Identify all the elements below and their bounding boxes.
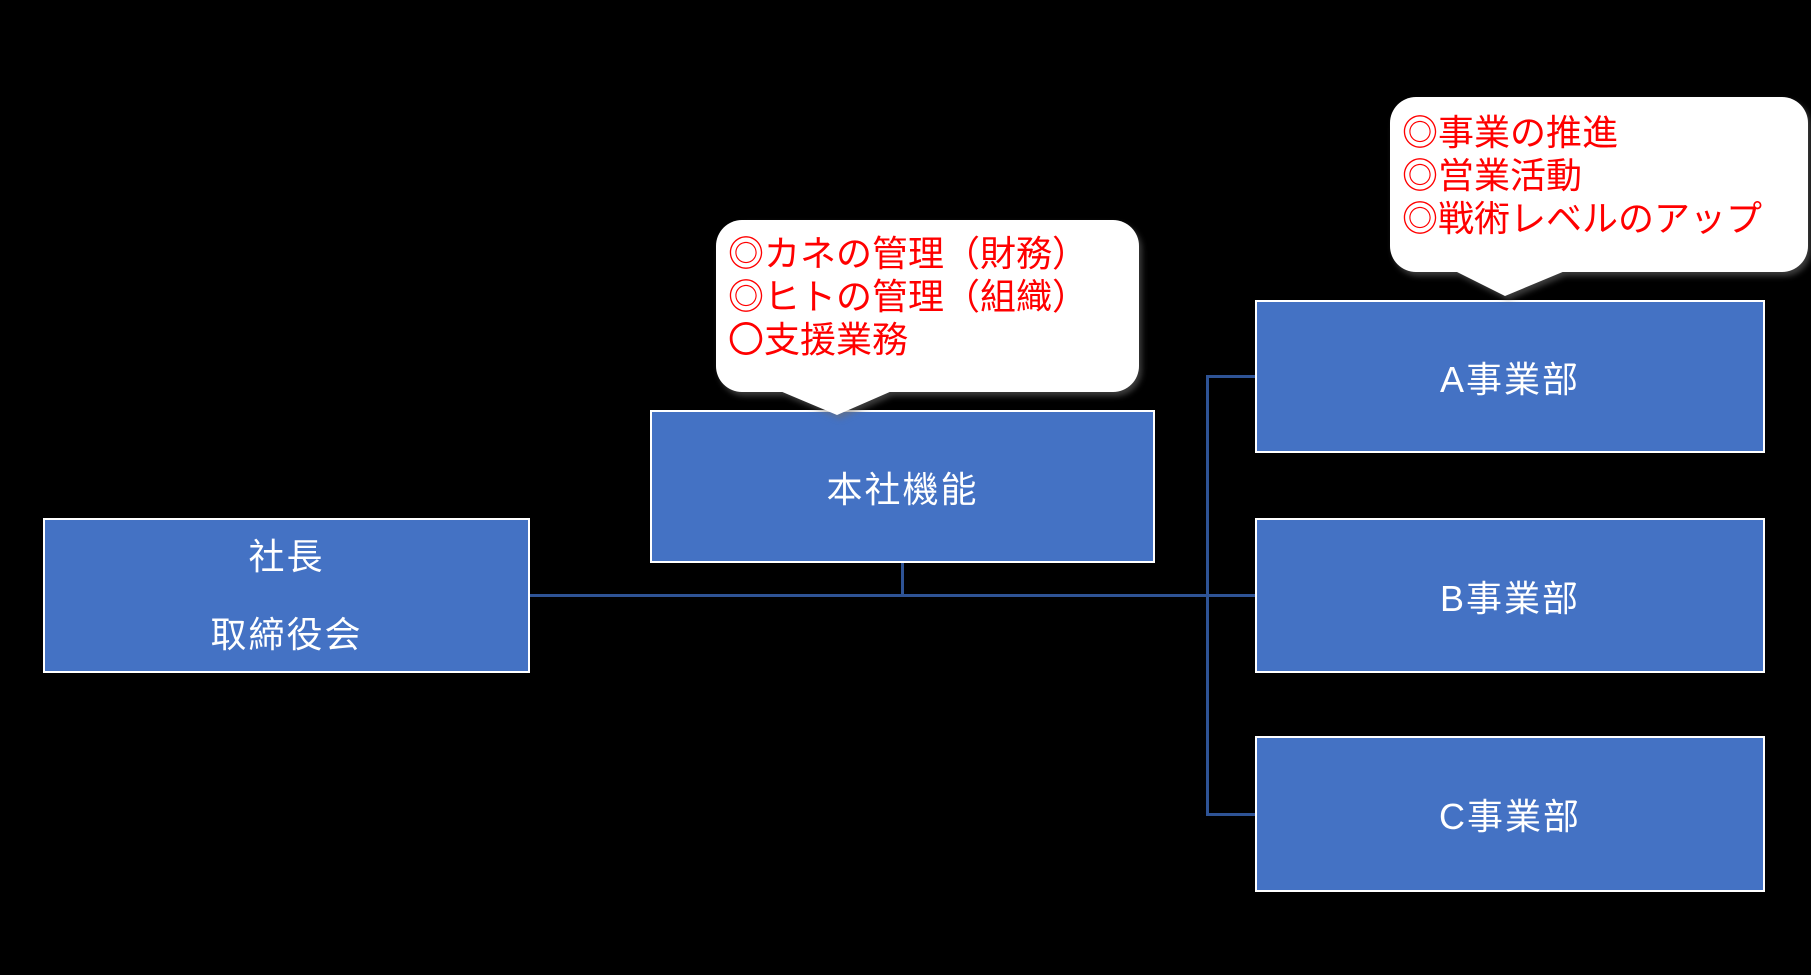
- division-a-box: A事業部: [1255, 300, 1765, 453]
- headquarters-box: 本社機能: [650, 410, 1155, 563]
- hq-callout-line-2: ◎ヒトの管理（組織）: [728, 276, 1089, 317]
- divisions-callout-line-3: ◎戦術レベルのアップ: [1402, 198, 1763, 239]
- divisions-callout-tail: [1455, 271, 1565, 296]
- president-board-box: 社長 取締役会: [43, 518, 530, 673]
- division-a-label: A事業部: [1439, 358, 1580, 400]
- division-b-label: B事業部: [1439, 577, 1580, 619]
- division-c-box: C事業部: [1255, 736, 1765, 892]
- connector-trunk-vertical: [1206, 375, 1209, 816]
- headquarters-callout-tail: [780, 391, 892, 415]
- divisions-callout-bubble: ◎事業の推進 ◎営業活動 ◎戦術レベルのアップ: [1390, 97, 1808, 296]
- connector-branch-division-a: [1206, 375, 1257, 378]
- division-c-label: C事業部: [1439, 796, 1581, 837]
- connector-branch-division-c: [1206, 813, 1257, 816]
- divisions-callout-line-2: ◎営業活動: [1402, 155, 1583, 196]
- divisions-callout-line-1: ◎事業の推進: [1402, 112, 1619, 153]
- divisions-callout: ◎事業の推進 ◎営業活動 ◎戦術レベルのアップ: [1390, 97, 1808, 296]
- headquarters-label: 本社機能: [826, 468, 979, 510]
- headquarters-callout-bubble: ◎カネの管理（財務） ◎ヒトの管理（組織） 〇支援業務: [716, 220, 1139, 415]
- president-label: 社長: [248, 535, 325, 577]
- division-b-box: B事業部: [1255, 518, 1765, 673]
- connector-hq-drop: [901, 561, 904, 595]
- hq-callout-line-3: 〇支援業務: [728, 319, 909, 360]
- hq-callout-line-1: ◎カネの管理（財務）: [728, 233, 1089, 274]
- connector-president-to-divisions: [530, 594, 1257, 597]
- headquarters-callout: ◎カネの管理（財務） ◎ヒトの管理（組織） 〇支援業務: [716, 220, 1139, 415]
- board-of-directors-label: 取締役会: [210, 613, 363, 655]
